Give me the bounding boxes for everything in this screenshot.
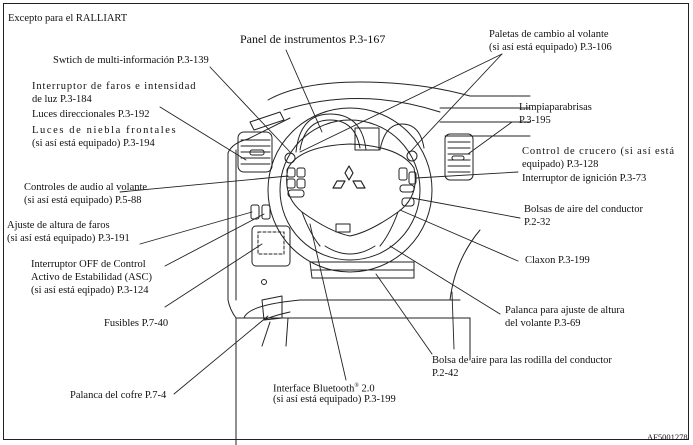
label-bluetooth-1: Interface Bluetooth® 2.0 xyxy=(273,380,375,396)
dashboard-outline xyxy=(227,81,531,445)
label-driver-airbag-2: P.2-32 xyxy=(524,217,551,228)
label-knee-airbag-2: P.2-42 xyxy=(432,368,459,379)
label-ignition-switch: Interruptor de ignición P.3-73 xyxy=(522,173,647,184)
label-paddle-shifters-1: Paletas de cambio al volante xyxy=(489,29,609,40)
label-headlight-switch-2: de luz P.3-184 xyxy=(32,94,92,105)
label-headlight-leveling-2: (si así está equipado) P.3-191 xyxy=(7,233,130,244)
label-driver-airbag-1: Bolsas de aire del conductor xyxy=(524,204,643,215)
leader-lines xyxy=(119,49,521,395)
bluetooth-version: 2.0 xyxy=(358,383,375,395)
label-fog-lights-2: (si así está equipado) P.3-194 xyxy=(32,138,155,149)
label-asc-switch-2: Activo de Estabilidad (ASC) xyxy=(31,272,153,283)
label-headlight-switch-1: Interruptor de faros e intensidad xyxy=(32,81,197,92)
label-fog-lights-1: Luces de niebla frontales xyxy=(32,125,178,136)
lower-left-switches xyxy=(250,204,291,285)
label-headlight-leveling-1: Ajuste de altura de faros xyxy=(7,220,110,231)
knee-airbag-panel xyxy=(309,261,415,279)
hood-lever xyxy=(261,295,291,347)
label-tilt-lever-1: Palanca para ajuste de altura xyxy=(505,305,625,316)
label-paddle-shifters-2: (si así está equipado) P.3-106 xyxy=(489,42,612,53)
figure-frame xyxy=(3,3,689,440)
left-air-vent xyxy=(237,111,285,173)
label-tilt-lever-2: del volante P.3-69 xyxy=(505,318,581,329)
figure-id: AF5001278 xyxy=(647,432,688,442)
label-audio-controls-2: (si así está equipado) P.5-88 xyxy=(24,195,142,206)
diagram-title: Excepto para el RALLIART xyxy=(8,13,128,24)
label-fuses: Fusibles P.7-40 xyxy=(104,318,169,329)
label-bluetooth-2: (si así está equipado) P.3-199 xyxy=(273,394,396,405)
label-instrument-panel: Panel de instrumentos P.3-167 xyxy=(240,32,386,46)
bluetooth-text: Interface Bluetooth xyxy=(273,383,355,395)
instrument-cluster xyxy=(283,97,441,153)
label-turn-signals: Luces direccionales P.3-192 xyxy=(32,109,150,120)
label-audio-controls-1: Controles de audio al volante xyxy=(24,182,148,193)
steering-wheel xyxy=(267,107,433,273)
mitsubishi-logo-icon xyxy=(332,165,366,189)
label-hood-lever: Palanca del cofre P.7-4 xyxy=(70,390,167,401)
label-cruise-control-1: Control de crucero (si así está xyxy=(522,146,675,157)
label-wipers-1: Limpiaparabrisas xyxy=(519,102,592,113)
label-asc-switch-3: (si así está eqipado) P.3-124 xyxy=(31,285,149,296)
registered-mark: ® xyxy=(354,383,359,389)
label-wipers-2: P.3-195 xyxy=(519,115,551,126)
label-multi-info-switch: Swtich de multi-información P.3-139 xyxy=(53,55,209,66)
wheel-buttons xyxy=(284,150,418,233)
label-cruise-control-2: equipado) P.3-128 xyxy=(522,159,599,170)
label-knee-airbag-1: Bolsa de aire para las rodilla del condu… xyxy=(432,355,612,366)
label-horn: Claxon P.3-199 xyxy=(525,255,590,266)
label-asc-switch-1: Interruptor OFF de Control xyxy=(31,259,146,270)
right-air-vent xyxy=(444,133,474,181)
